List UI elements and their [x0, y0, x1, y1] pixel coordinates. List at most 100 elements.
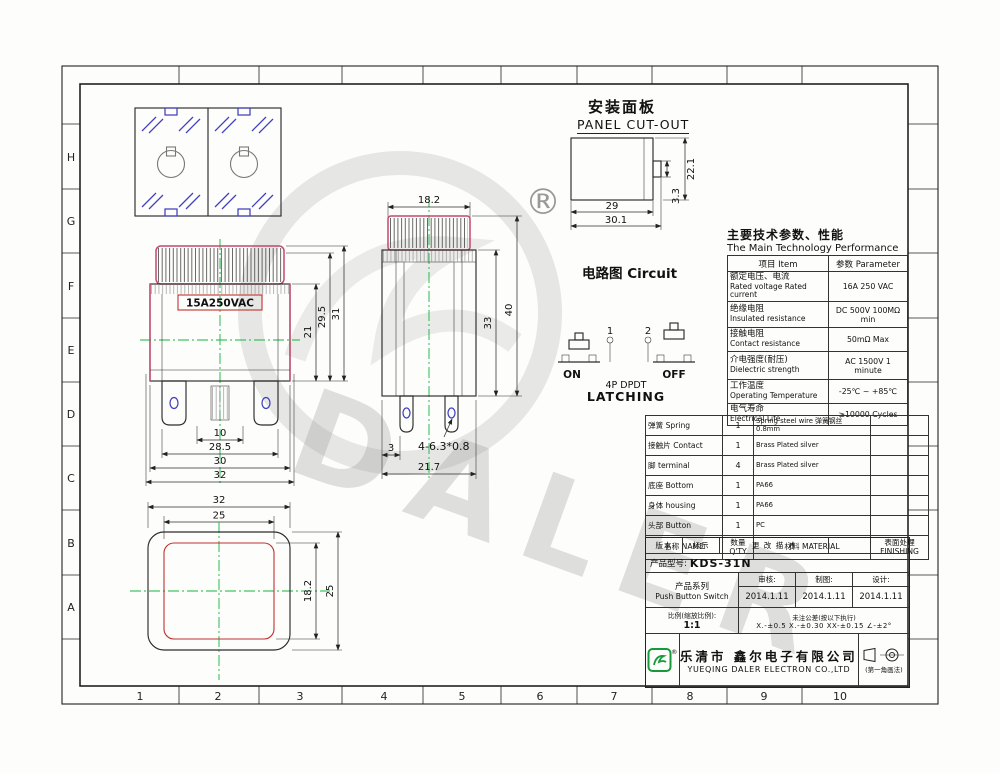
tolerance-cell: 未注公差(按以下执行) X.-±0.5 X.-±0.30 XX-±0.15 ∠-…	[739, 608, 909, 633]
bom-material: PA66	[753, 475, 871, 496]
col-label: 3	[297, 690, 304, 703]
switch-symbol-on	[558, 332, 600, 363]
button-keyholes	[156, 146, 259, 179]
spec-item-cn: 介电强度(耐压)	[730, 355, 788, 366]
dim-side-total-height: 40	[504, 304, 515, 317]
col-label: 6	[537, 690, 544, 703]
company-name-cn: 乐清市 鑫尔电子有限公司	[679, 649, 858, 664]
row-label: E	[68, 344, 75, 357]
col-label: 9	[761, 690, 768, 703]
bom-finish	[870, 415, 929, 436]
dim-bottom-outer-width: 32	[213, 495, 226, 506]
terminal-1-label: 1	[607, 326, 613, 337]
dim-front-w1: 28.5	[209, 442, 231, 453]
bom-finish	[870, 475, 929, 496]
row-label: B	[67, 537, 75, 550]
bom-finish	[870, 435, 929, 456]
spec-item-cell: 绝缘电阻 Insulated resistance	[727, 301, 829, 328]
title-block: 版本 标示 更 改 描 述 产品型号: KDS-31N 产品系列 Push Bu…	[645, 537, 910, 688]
dim-side-body-height: 33	[483, 317, 494, 330]
spec-item-en: Dielectric strength	[730, 365, 800, 375]
model-row: 产品型号: KDS-31N	[646, 554, 909, 573]
row-label: D	[67, 408, 75, 421]
col-label: 2	[215, 690, 222, 703]
terminal-2-label: 2	[645, 326, 651, 337]
bom-name: 身体 housing	[645, 495, 723, 516]
col-label: 10	[833, 690, 847, 703]
projection-cell: (第一角画法)	[859, 634, 909, 686]
revision-label: 版本	[646, 538, 683, 553]
bom-name: 接触片 Contact	[645, 435, 723, 456]
column-labels: 1 2 3 4 5 6 7 8 9 10	[137, 690, 848, 703]
dim-front-total-height: 31	[331, 308, 342, 321]
spec-param-cell: AC 1500V 1 minute	[828, 351, 908, 380]
spec-header-param: 参数 Parameter	[828, 255, 908, 272]
spec-item-cn: 额定电压、电流	[730, 272, 790, 283]
bom-material: PA66	[753, 495, 871, 516]
terminal-2: 2	[644, 326, 652, 362]
spec-header-row: 项目 Item 参数 Parameter	[727, 255, 908, 272]
extension-lines	[381, 202, 522, 479]
rating-label-box	[177, 294, 263, 311]
bom-material: Brass Plated silver	[753, 455, 871, 476]
scale-value: 1:1	[683, 620, 701, 631]
dim-side-pin-offset: 3	[388, 443, 394, 454]
circuit-action-label: LATCHING	[587, 389, 665, 404]
model-label: 产品型号:	[650, 559, 687, 569]
bottom-view: 32 25 18.2 25	[130, 495, 342, 680]
dim-cutout-height: 22.1	[686, 158, 697, 180]
col-label: 1	[137, 690, 144, 703]
circuit-diagram: 1 2 ON OFF 4P DPDT LATCHING	[558, 322, 695, 404]
bom-finish	[870, 455, 929, 476]
zone-ticks	[62, 66, 938, 704]
bom-header-qty: 数量 Q'TY	[722, 535, 754, 560]
spec-section: 主要技术参数、性能 The Main Technology Performanc…	[727, 226, 908, 426]
dim-front-pin-span: 10	[214, 428, 227, 439]
mounting-tabs	[164, 107, 251, 217]
scale-tolerance-row: 比例(缩放比例): 1:1 未注公差(按以下执行) X.-±0.5 X.-±0.…	[646, 608, 909, 634]
row-label: F	[68, 280, 74, 293]
spec-param-cell: -25℃ ~ +85℃	[828, 379, 908, 404]
cutout-outline	[570, 137, 654, 201]
approval-dates: 2014.1.11 2014.1.11 2014.1.11	[739, 587, 909, 607]
audit-label: 审核:	[739, 573, 796, 586]
spec-item-cell: 介电强度(耐压) Dielectric strength	[727, 351, 829, 380]
spec-item-cell: 额定电压、电流 Rated voltage Rated current	[727, 271, 829, 302]
dim-bottom-inner-height: 18.2	[303, 580, 314, 602]
panel-cutout-title-cn: 安装面板	[588, 98, 657, 116]
bom-row: 弹簧 Spring 1 Spring steel wire 弹簧钢丝 0.8mm	[645, 415, 929, 436]
spec-item-en: Rated voltage Rated current	[730, 282, 807, 300]
switch-symbol-off	[653, 322, 695, 363]
bom-name: 脚 terminal	[645, 455, 723, 476]
rating-label: 15A250VAC	[186, 298, 254, 310]
spec-item-en: Insulated resistance	[730, 314, 806, 324]
tolerance-note: 未注公差(按以下执行)	[792, 613, 856, 622]
spec-param-cell: 16A 250 VAC	[828, 271, 908, 302]
panel-cutout-title-en: PANEL CUT-OUT	[577, 117, 690, 134]
series-approval-row: 产品系列 Push Button Switch 审核: 制图: 设计: 2014…	[646, 573, 909, 608]
cutout-notch	[652, 160, 662, 178]
row-label: C	[67, 472, 75, 485]
company-name-cell: 乐清市 鑫尔电子有限公司 YUEQING DALER ELECTRON CO.,…	[680, 634, 859, 686]
product-series-cell: 产品系列 Push Button Switch	[646, 573, 739, 607]
tolerance-values: X.-±0.5 X.-±0.30 XX-±0.15 ∠-±2°	[756, 621, 892, 630]
dim-bottom-inner-width: 25	[213, 511, 226, 522]
off-label: OFF	[662, 369, 685, 381]
dim-cutout-notch: 3.3	[671, 188, 682, 204]
bottom-outline	[147, 531, 291, 651]
revision-row: 版本 标示 更 改 描 述	[646, 538, 909, 554]
approvals: 审核: 制图: 设计: 2014.1.11 2014.1.11 2014.1.1…	[739, 573, 909, 607]
dim-bottom-outer-height: 25	[325, 585, 336, 598]
spec-title-en: The Main Technology Performance	[727, 243, 899, 254]
projection-label: (第一角画法)	[865, 665, 903, 674]
design-date: 2014.1.11	[859, 592, 903, 602]
bom-header-finish: 表面处理 FINISHING	[870, 535, 929, 560]
row-labels: H G F E D C B A	[67, 151, 76, 614]
terminal-hole-note: 4-6.3*0.8	[418, 440, 469, 453]
spec-header-item: 项目 Item	[727, 255, 829, 272]
model-number: KDS-31N	[689, 556, 752, 570]
bom-row: 脚 terminal 4 Brass Plated silver	[645, 455, 929, 476]
bom-row: 头部 Button 1 PC	[645, 515, 929, 536]
scale-label: 比例(缩放比例):	[667, 612, 717, 620]
corner-hatch-marks	[141, 116, 274, 210]
